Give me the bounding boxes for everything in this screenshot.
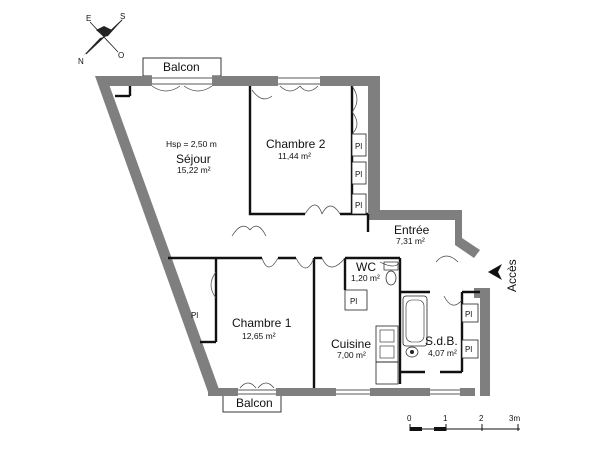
scale-tick-0: 0	[407, 414, 412, 423]
balcony-bottom-label: Balcon	[236, 396, 273, 410]
compass-rose: N E S O	[78, 12, 125, 66]
room-wc: WC 1,20 m²	[351, 260, 380, 283]
cuisine-name: Cuisine	[331, 337, 371, 351]
balcony-top: Balcon	[142, 57, 222, 77]
compass-e: E	[86, 14, 91, 23]
closet-label-4: Pl	[350, 297, 357, 306]
chambre1-name: Chambre 1	[232, 316, 292, 330]
room-cuisine: Cuisine 7,00 m²	[331, 337, 371, 360]
bathroom-fixtures	[402, 295, 428, 358]
room-chambre2: Chambre 2 11,44 m²	[266, 137, 326, 161]
room-sdb: S.d.B. 4,07 m²	[425, 334, 458, 358]
entree-area: 7,31 m²	[396, 236, 425, 246]
access-arrow-icon	[488, 264, 502, 280]
sejour-hsp: Hsp = 2,50 m	[166, 139, 217, 149]
wc-name: WC	[356, 260, 376, 274]
kitchen-fixtures	[375, 325, 399, 385]
closet-label-3: Pl	[355, 201, 362, 210]
room-sejour: Hsp = 2,50 m Séjour 15,22 m²	[166, 139, 217, 175]
balcony-top-label: Balcon	[163, 60, 200, 74]
room-chambre1: Chambre 1 12,65 m²	[232, 316, 292, 341]
closets: Pl Pl Pl Pl Pl Pl Pl	[191, 85, 479, 359]
chambre2-area: 11,44 m²	[278, 151, 311, 161]
closet-label-5: Pl	[191, 311, 198, 320]
windows	[151, 74, 460, 398]
closet-label-7: Pl	[465, 345, 472, 354]
scale-bar: 0 1 2 3m	[407, 414, 520, 431]
sejour-name: Séjour	[176, 152, 211, 166]
closet-label-2: Pl	[355, 170, 362, 179]
access-label: Accès	[505, 259, 519, 292]
compass-o: O	[118, 51, 124, 60]
sdb-area: 4,07 m²	[428, 348, 457, 358]
wc-area: 1,20 m²	[351, 273, 380, 283]
room-entree: Entrée 7,31 m²	[394, 223, 430, 246]
sdb-name: S.d.B.	[425, 334, 458, 348]
sejour-area: 15,22 m²	[177, 165, 211, 175]
scale-tick-1: 1	[443, 414, 448, 423]
chambre1-area: 12,65 m²	[242, 331, 276, 341]
closet-label-1: Pl	[355, 142, 362, 151]
access-marker: Accès	[488, 259, 519, 292]
compass-s: S	[120, 12, 125, 21]
scale-tick-3: 3m	[509, 414, 520, 423]
compass-n: N	[78, 57, 84, 66]
chambre2-name: Chambre 2	[266, 137, 326, 151]
entree-name: Entrée	[394, 223, 430, 237]
closet-label-6: Pl	[465, 310, 472, 319]
scale-tick-2: 2	[479, 414, 484, 423]
wc-fixture	[383, 261, 399, 286]
doors	[231, 89, 463, 306]
cuisine-area: 7,00 m²	[337, 350, 366, 360]
